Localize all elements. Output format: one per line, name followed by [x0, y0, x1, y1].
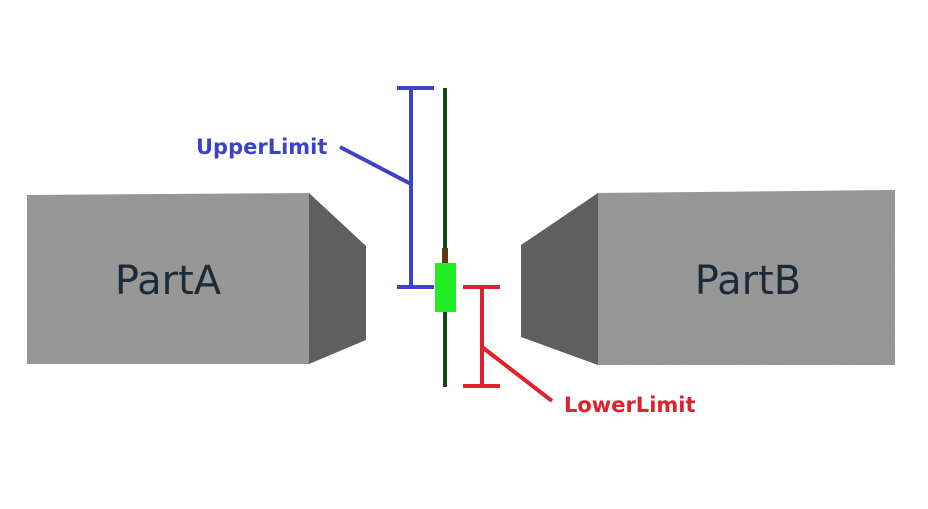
- part-b-label: PartB: [695, 258, 801, 304]
- upper-limit-marker: [339, 86, 434, 289]
- part-a-block: PartA: [27, 193, 366, 364]
- lower-limit-marker: [463, 285, 554, 403]
- rail: [443, 88, 447, 387]
- prismatic-slider: [435, 88, 456, 387]
- lower-limit-leader: [480, 345, 554, 403]
- part-b-front-face: [598, 190, 895, 365]
- slider-stem: [442, 248, 448, 264]
- part-a-front-face: [27, 193, 309, 364]
- part-a-label: PartA: [115, 258, 222, 304]
- slider: [435, 263, 456, 312]
- part-b-side-face: [521, 193, 598, 365]
- part-b-block: PartB: [521, 190, 895, 365]
- part-a-side-face: [309, 193, 366, 364]
- lower-limit-label: LowerLimit: [564, 393, 696, 417]
- upper-limit-label: UpperLimit: [196, 135, 327, 159]
- upper-limit-leader: [339, 145, 412, 186]
